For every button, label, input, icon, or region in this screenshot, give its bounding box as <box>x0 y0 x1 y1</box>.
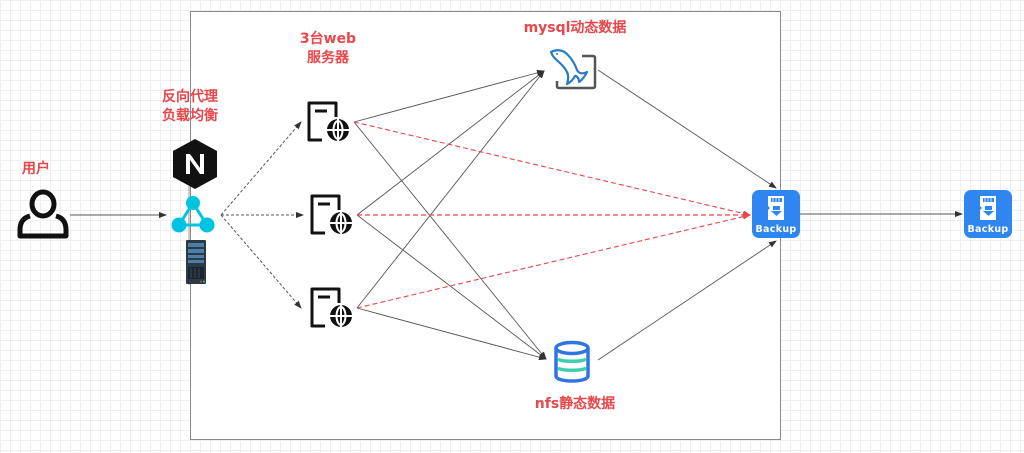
web-servers-label-line2: 服务器 <box>307 50 349 66</box>
edge-web3-to-mysql <box>356 70 545 309</box>
user-label: 用户 <box>22 161 50 177</box>
mysql-label: mysql动态数据 <box>523 20 627 36</box>
web-server-icon[interactable] <box>308 193 356 237</box>
web-server-icon[interactable] <box>305 100 353 144</box>
edge-web2-to-mysql <box>356 70 545 216</box>
server-rack-icon[interactable] <box>186 240 206 284</box>
web-servers-label-line1: 3台web <box>299 31 357 47</box>
edge-mysql-to-backup <box>597 69 777 189</box>
edge-web1-to-backup <box>353 121 751 217</box>
edge-web2-to-nfs <box>356 214 547 360</box>
backup-icon <box>768 196 784 220</box>
edge-web3-to-backup <box>356 213 751 309</box>
edge-lb-to-web1 <box>220 121 302 216</box>
edge-web1-to-mysql <box>353 69 545 123</box>
web-server-icon[interactable] <box>308 286 356 330</box>
load-balancer-icon[interactable] <box>170 195 216 235</box>
edge-web1-to-nfs <box>353 121 547 360</box>
user-icon[interactable] <box>16 188 70 242</box>
proxy-label-line1: 反向代理 <box>162 89 218 105</box>
backup-server[interactable]: Backup <box>752 190 800 238</box>
offsite-backup-server[interactable]: Backup <box>964 190 1012 238</box>
edge-nfs-to-backup <box>597 240 777 361</box>
edge-lb-to-web3 <box>220 214 302 309</box>
backup-label: Backup <box>967 224 1009 235</box>
edge-web3-to-nfs <box>356 307 547 361</box>
backup-label: Backup <box>755 224 797 235</box>
server-cluster-boundary <box>190 11 781 440</box>
backup-icon <box>980 196 996 220</box>
mysql-dolphin-icon[interactable] <box>549 48 597 92</box>
nfs-label: nfs静态数据 <box>534 396 616 412</box>
database-icon[interactable] <box>552 340 592 384</box>
nginx-icon[interactable] <box>171 138 219 190</box>
proxy-label-line2: 负载均衡 <box>162 108 218 124</box>
web-servers-label: 3台web 服务器 <box>290 30 366 68</box>
proxy-label: 反向代理 负载均衡 <box>152 88 228 126</box>
